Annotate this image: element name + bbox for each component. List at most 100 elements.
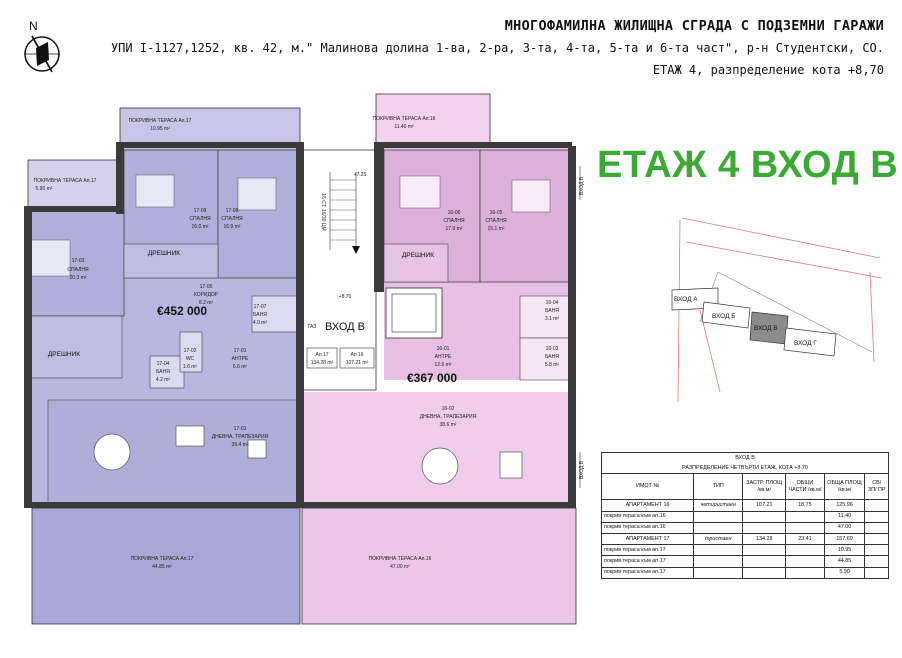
table-row: покрив тераса към ап.17 10.95 [600, 544, 889, 557]
level-mid: +8.70 [339, 294, 352, 300]
hall-16-code: 16-01 [437, 346, 450, 352]
row-5-cb [864, 555, 889, 568]
tag-17-label: Ап.17 [316, 352, 329, 358]
bed1-16-code: 16-06 [448, 210, 461, 216]
elevator [385, 287, 443, 339]
wc-17-02 [179, 331, 203, 373]
header-property: ИМОТ № [600, 473, 695, 501]
bed2-16-name: СПАЛНЯ [485, 218, 507, 224]
row-2-type [693, 521, 744, 534]
site-label-g: ВХОД Г [794, 340, 817, 347]
apartment-16-price: €367 000 [407, 371, 457, 385]
row-1-type [693, 510, 744, 523]
bed3-17-code: 17-08 [226, 208, 239, 214]
bed2-17-name: СПАЛНЯ [189, 216, 211, 222]
building-title: МНОГОФАМИЛНА ЖИЛИЩНА СГРАДА С ПОДЗЕМНИ Г… [504, 18, 884, 34]
bath2-16-area: 5.8 m² [545, 362, 560, 368]
corridor-17-code: 17-05 [200, 284, 213, 290]
bath-17-07 [251, 295, 301, 333]
bed2-16-code: 16-05 [490, 210, 503, 216]
table-row: покрив тераса към ап.16 47.00 [600, 521, 889, 534]
living-16-code: 16-02 [442, 406, 455, 412]
distribution-table: ВХОД В РАЗПРЕДЕЛЕНИЕ ЧЕТВЪРТИ ЕТАЖ, КОТА… [600, 452, 889, 579]
header-type: ТИП [693, 473, 744, 501]
living-17-area: 39.4 m² [232, 442, 249, 448]
plot-description: УПИ I-1127,1252, кв. 42, м." Малинова до… [110, 41, 884, 55]
living-17-name: ДНЕВНА, ТРАПЕЗАРИЯ [212, 434, 269, 440]
table-row: покрив тераса към ап.17 5.90 [600, 566, 889, 579]
corridor-17-area: 8.2 m² [199, 300, 214, 306]
wardrobe-17-a [123, 243, 219, 279]
wc-17-area: 1.6 m² [183, 364, 198, 370]
tag-16 [339, 347, 375, 369]
table-header-row: ИМОТ № ТИП ЗАСТР. ПЛОЩ /кв.м/ ОБЩИ ЧАСТИ… [600, 473, 889, 501]
bath2-16-code: 16-03 [546, 346, 559, 352]
row-3-built: 134.28 [742, 532, 787, 546]
bed1-17-code: 17-03 [72, 258, 85, 264]
bed2-17-area: 16.0 m² [192, 224, 209, 230]
hall-16-area: 12.6 m² [435, 362, 452, 368]
site-block-g [783, 327, 837, 357]
walls [24, 142, 576, 508]
terrace-top-16-name: ПОКРИВНА ТЕРАСА Ап.16 [373, 116, 436, 122]
row-0-built: 107.21 [742, 499, 787, 512]
row-0-common: 18.75 [785, 499, 825, 512]
bath1-17-name: БАНЯ [253, 312, 267, 318]
floor-description: ЕТАЖ 4, разпределение кота +8,70 [652, 63, 884, 77]
row-0-total: 125.96 [823, 499, 866, 512]
row-1-name: покрив тераса към ап.16 [600, 510, 695, 523]
tag-16-area: 107.21 m² [346, 360, 369, 366]
bed1-16-area: 17.9 m² [446, 226, 463, 232]
tag-17-area: 134.28 m² [311, 360, 334, 366]
gaz-label: ГАЗ [308, 324, 317, 330]
row-0-type: четиристаен [693, 499, 744, 512]
level-top: +7.25 [354, 172, 367, 178]
bed1-17-area: 20.3 m² [70, 275, 87, 281]
bath1-16-name: БАНЯ [545, 308, 559, 314]
table-caption-2: РАЗПРЕДЕЛЕНИЕ ЧЕТВЪРТИ ЕТАЖ, КОТА +8.70 [601, 463, 889, 475]
row-2-cb [864, 521, 889, 534]
table-caption-row: ВХОД В [601, 452, 889, 464]
row-1-cb [864, 510, 889, 523]
terrace-bottom-16 [301, 507, 577, 625]
north-arrow-icon: N [24, 19, 60, 73]
row-5-total: 44.85 [823, 555, 866, 568]
table-row: АПАРТАМЕНТ 17 тристаен 134.28 23.41 157.… [600, 532, 889, 546]
bath1-16-code: 16-04 [546, 300, 559, 306]
living-16-area: 38.6 m² [440, 422, 457, 428]
terrace-left-17 [27, 159, 119, 211]
terrace-left-17-name: ПОКРИВНА ТЕРАСА Ап.17 [34, 178, 97, 184]
side-mark-top: ВХОД В [579, 176, 585, 195]
row-4-name: покрив тераса към ап.17 [600, 544, 695, 557]
bath1-17-area: 4.0 m² [253, 320, 268, 326]
terrace-top-16 [375, 93, 491, 147]
site-plan: ВХОД А ВХОД Б ВХОД В ВХОД Г [671, 217, 883, 403]
wardrobe-17-a-label: ДРЕШНИК [148, 250, 180, 257]
row-3-common: 23.41 [785, 532, 825, 546]
row-0-cb [864, 499, 889, 512]
floor-entrance-title: ЕТАЖ 4 ВХОД В [597, 144, 899, 186]
row-2-common [785, 521, 825, 534]
side-mark-bottom: ВХОД В [579, 460, 585, 479]
hall-17-name: АНТРЕ [232, 356, 249, 362]
terrace-bottom-17-name: ПОКРИВНА ТЕРАСА Ап.17 [131, 556, 194, 562]
living-16-name: ДНЕВНА, ТРАПЕЗАРИЯ [420, 414, 477, 420]
bath2-17-name: БАНЯ [156, 369, 170, 375]
wardrobe-17-b-label: ДРЕШНИК [48, 351, 80, 358]
row-5-common [785, 555, 825, 568]
bed2-16-area: 15.1 m² [488, 226, 505, 232]
row-2-built [742, 521, 787, 534]
header-common: ОБЩИ ЧАСТИ /кв.м/ [785, 473, 825, 501]
apartment-17 [27, 107, 301, 625]
row-6-name: покрив тераса към ап.17 [600, 566, 695, 579]
row-3-name: АПАРТАМЕНТ 17 [600, 532, 695, 546]
row-6-type [693, 566, 744, 579]
row-5-type [693, 555, 744, 568]
terrace-bottom-16-name: ПОКРИВНА ТЕРАСА Ап.16 [369, 556, 432, 562]
row-3-type: тристаен [693, 532, 744, 546]
table-row: покрив тераса към ап.16 11.40 [600, 510, 889, 523]
row-4-common [785, 544, 825, 557]
bed3-17-name: СПАЛНЯ [221, 216, 243, 222]
bath2-16-name: БАНЯ [545, 354, 559, 360]
